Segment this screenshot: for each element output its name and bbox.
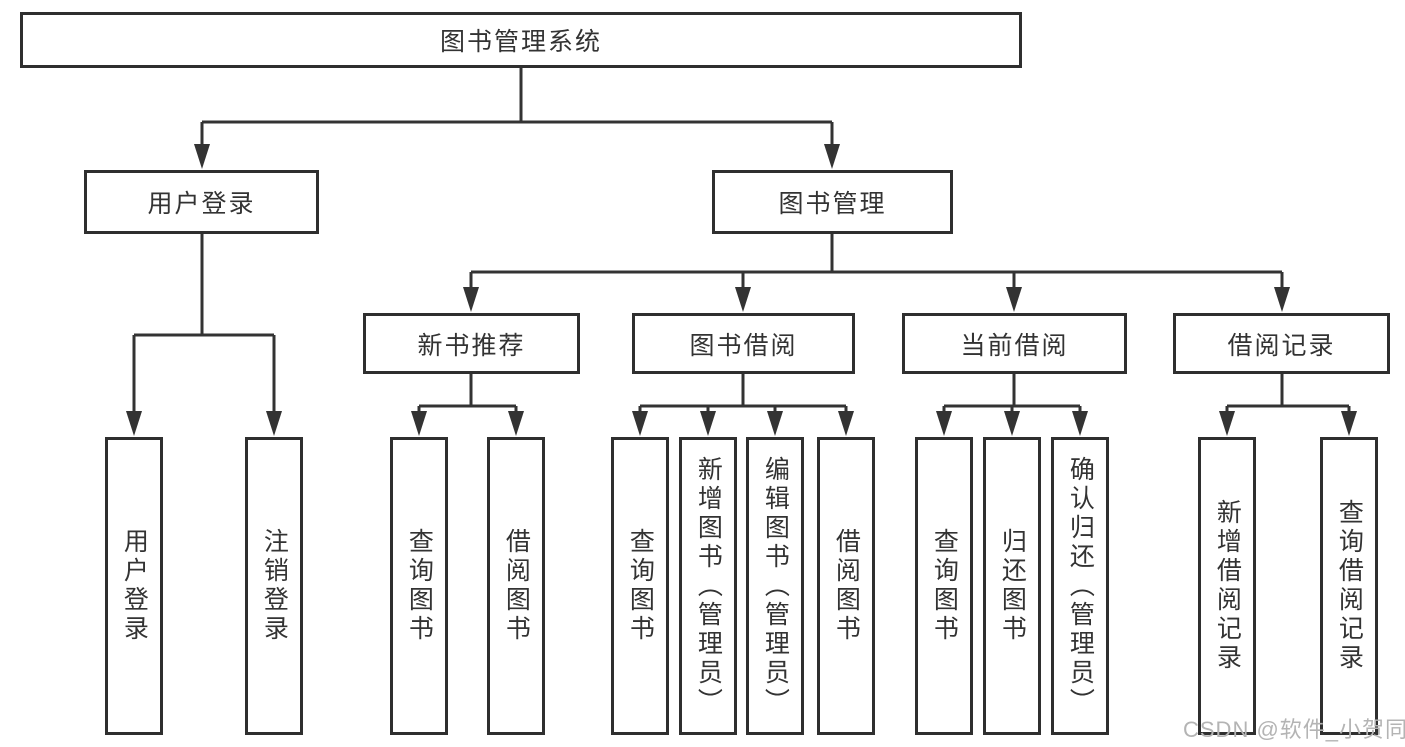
node-user-login: 用户登录 xyxy=(84,170,319,234)
leaf-query-books-borrowing: 查询图书 xyxy=(611,437,669,735)
node-book-borrowing: 图书借阅 xyxy=(632,313,855,374)
leaf-return-books: 归还图书 xyxy=(983,437,1041,735)
node-current-borrowing: 当前借阅 xyxy=(902,313,1127,374)
leaf-add-borrow-record: 新增借阅记录 xyxy=(1198,437,1256,735)
leaf-borrow-books-recommend: 借阅图书 xyxy=(487,437,545,735)
node-book-management: 图书管理 xyxy=(712,170,953,234)
leaf-borrow-books: 借阅图书 xyxy=(817,437,875,735)
csdn-watermark: CSDN @软件_小贺同学 xyxy=(1183,717,1405,742)
leaf-add-books-admin: 新增图书（管理员） xyxy=(679,437,737,735)
leaf-query-books-recommend: 查询图书 xyxy=(390,437,448,735)
leaf-edit-books-admin: 编辑图书（管理员） xyxy=(746,437,804,735)
leaf-query-books-current: 查询图书 xyxy=(915,437,973,735)
node-new-book-recommendation: 新书推荐 xyxy=(363,313,580,374)
node-library-management-system: 图书管理系统 xyxy=(20,12,1022,68)
leaf-confirm-return-admin: 确认归还（管理员） xyxy=(1051,437,1109,735)
node-borrowing-records: 借阅记录 xyxy=(1173,313,1390,374)
leaf-logout: 注销登录 xyxy=(245,437,303,735)
leaf-query-borrow-record: 查询借阅记录 xyxy=(1320,437,1378,735)
leaf-user-login: 用户登录 xyxy=(105,437,163,735)
